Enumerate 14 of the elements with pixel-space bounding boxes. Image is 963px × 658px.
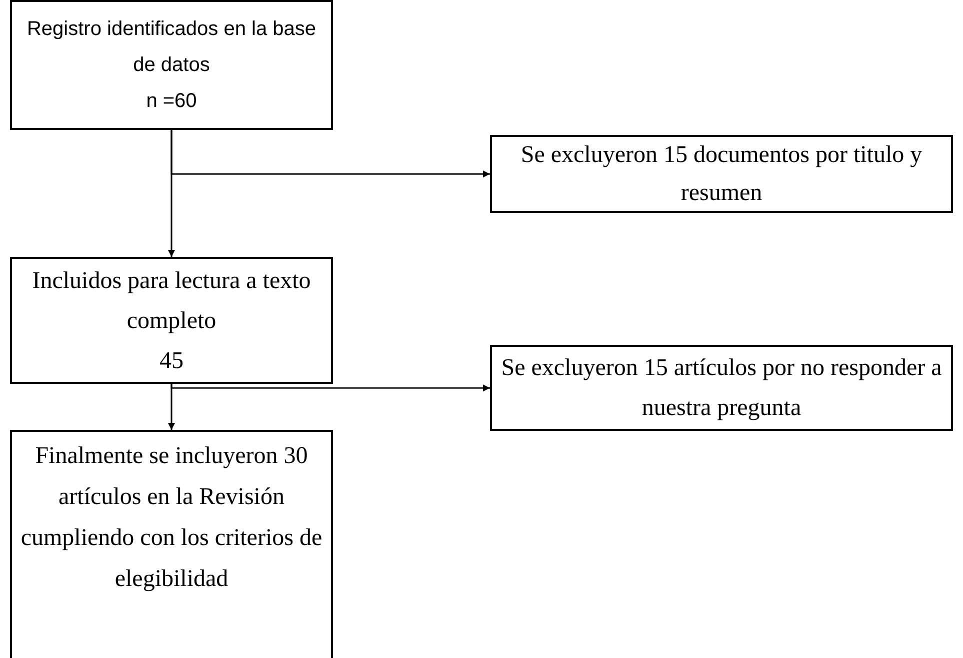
arrow: [168, 130, 175, 257]
process-box: [10, 257, 333, 384]
process-box: [10, 430, 333, 658]
box-text: 45: [160, 346, 184, 376]
process-box: [10, 0, 333, 130]
box-text: Incluidos para lectura a texto completo: [31, 266, 312, 336]
arrow: [170, 384, 490, 392]
box-text: Finalmente se incluyeron 30 artículos en la Revisión cumpliendo con los criterios de elegibilidad: [20, 442, 324, 594]
box-text: Se excluyeron 15 artículos por no responder a nuestra pregunta: [500, 354, 943, 423]
box-text: n =60: [146, 89, 197, 114]
box-text: Se excluyeron 15 documentos por titulo y resumen: [520, 141, 924, 208]
process-box: [490, 135, 953, 213]
arrow: [168, 384, 175, 430]
process-box: [490, 345, 953, 431]
